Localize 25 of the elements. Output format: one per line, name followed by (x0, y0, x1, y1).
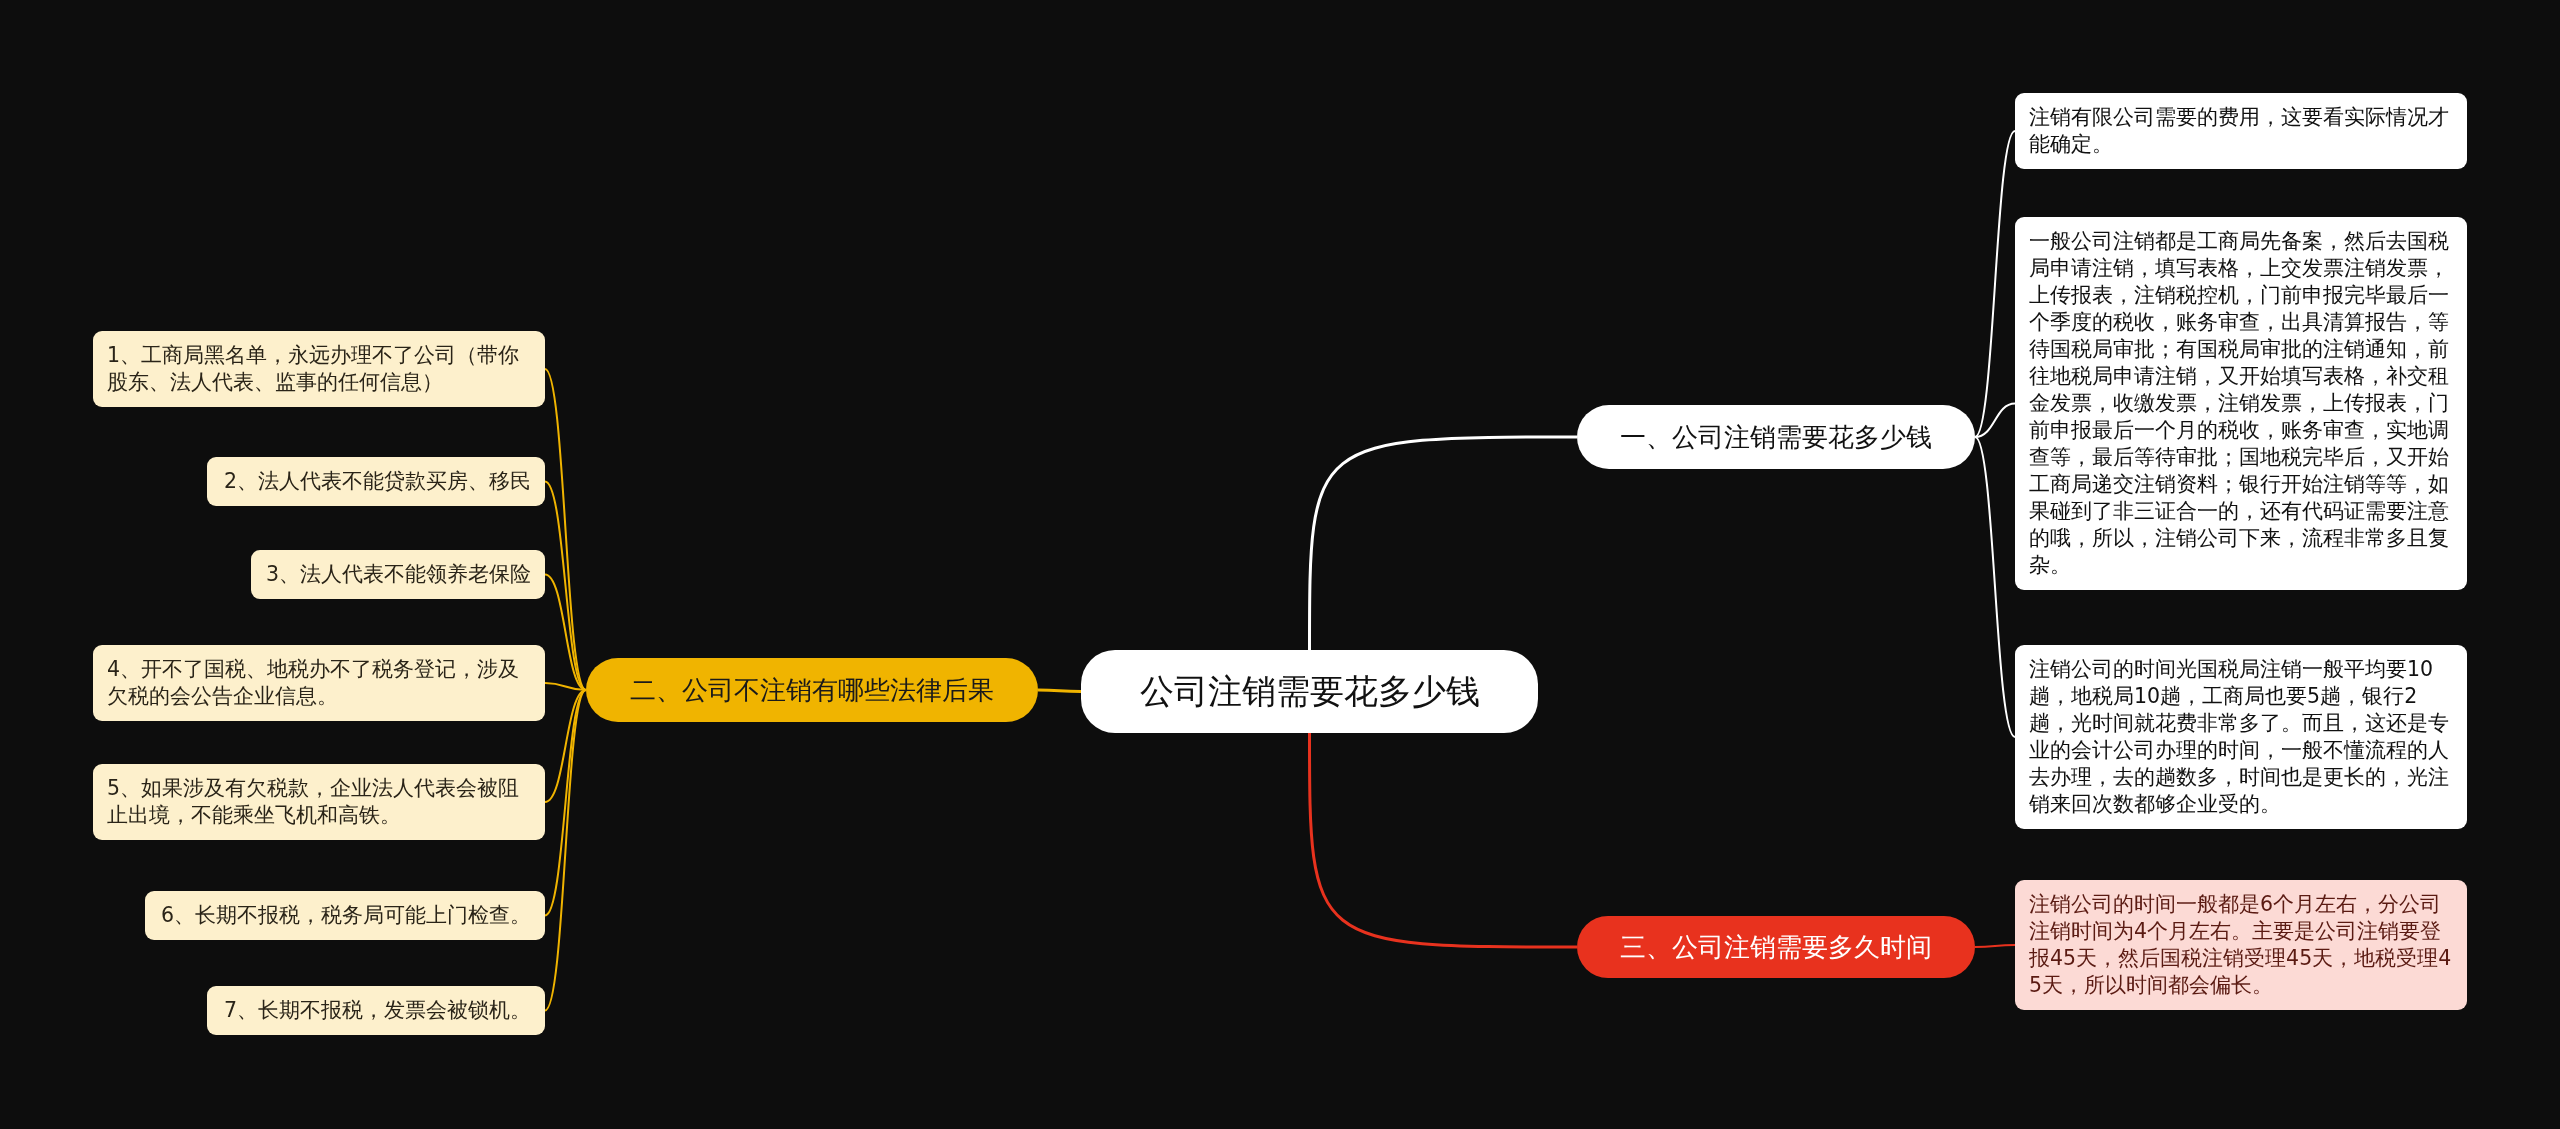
note-card: 2、法人代表不能贷款买房、移民 (207, 457, 545, 506)
connector-line (1974, 944, 2016, 948)
connector-line (1974, 130, 2016, 438)
connector-line (544, 689, 587, 917)
connector-line (544, 689, 587, 1012)
topic-pill: 三、公司注销需要多久时间 (1577, 916, 1975, 978)
note-card: 注销公司的时间光国税局注销一般平均要10趟，地税局10趟，工商局也要5趟，银行2趟，光时间就花费非常多了。而且，这还是专业的会计公司办理的时间，一般不懂流程的人去办理，去的趟数多，时间也是更长的，光注销来回次数都够企业受的。 (2015, 645, 2467, 829)
note-card: 注销有限公司需要的费用，这要看实际情况才能确定。 (2015, 93, 2467, 169)
note-card: 7、长期不报税，发票会被锁机。 (207, 986, 545, 1035)
topic-pill: 二、公司不注销有哪些法律后果 (586, 658, 1038, 722)
connector-line (544, 480, 587, 691)
note-card: 5、如果涉及有欠税款，企业法人代表会被阻止出境，不能乘坐飞机和高铁。 (93, 764, 545, 840)
connector-line (1308, 733, 1577, 949)
note-card: 注销公司的时间一般都是6个月左右，分公司注销时间为4个月左右。主要是公司注销要登报45天，然后国税注销受理45天，地税受理45天，所以时间都会偏长。 (2015, 880, 2467, 1010)
note-card: 一般公司注销都是工商局先备案，然后去国税局申请注销，填写表格，上交发票注销发票，上传报表，注销税控机，门前申报完毕最后一个季度的税收，账务审查，出具清算报告，等待国税局审批；有国税局审批的注销通知，前往地税局申请注销，又开始填写表格，补交租金发票，收缴发票，注销发票，上传报表，门前申报最后一个月的税收，账务审查，实地调查等，最后等待审批；国地税完毕后，又开始工商局递交注销资料；银行开始注销等等，如果碰到了非三证合一的，还有代码证需要注意的哦，所以，注销公司下来，流程非常多且复杂。 (2015, 217, 2467, 590)
note-card: 3、法人代表不能领养老保险 (251, 550, 545, 599)
topic-pill: 一、公司注销需要花多少钱 (1577, 405, 1975, 469)
connector-line (1308, 435, 1577, 650)
note-card: 1、工商局黑名单，永远办理不了公司（带你股东、法人代表、监事的任何信息） (93, 331, 545, 407)
connector-line (1974, 436, 2016, 738)
connector-line (1974, 402, 2016, 438)
central-topic: 公司注销需要花多少钱 (1081, 650, 1538, 733)
connector-line (1038, 688, 1081, 693)
note-card: 6、长期不报税，税务局可能上门检查。 (145, 891, 545, 940)
note-card: 4、开不了国税、地税办不了税务登记，涉及欠税的会公告企业信息。 (93, 645, 545, 721)
